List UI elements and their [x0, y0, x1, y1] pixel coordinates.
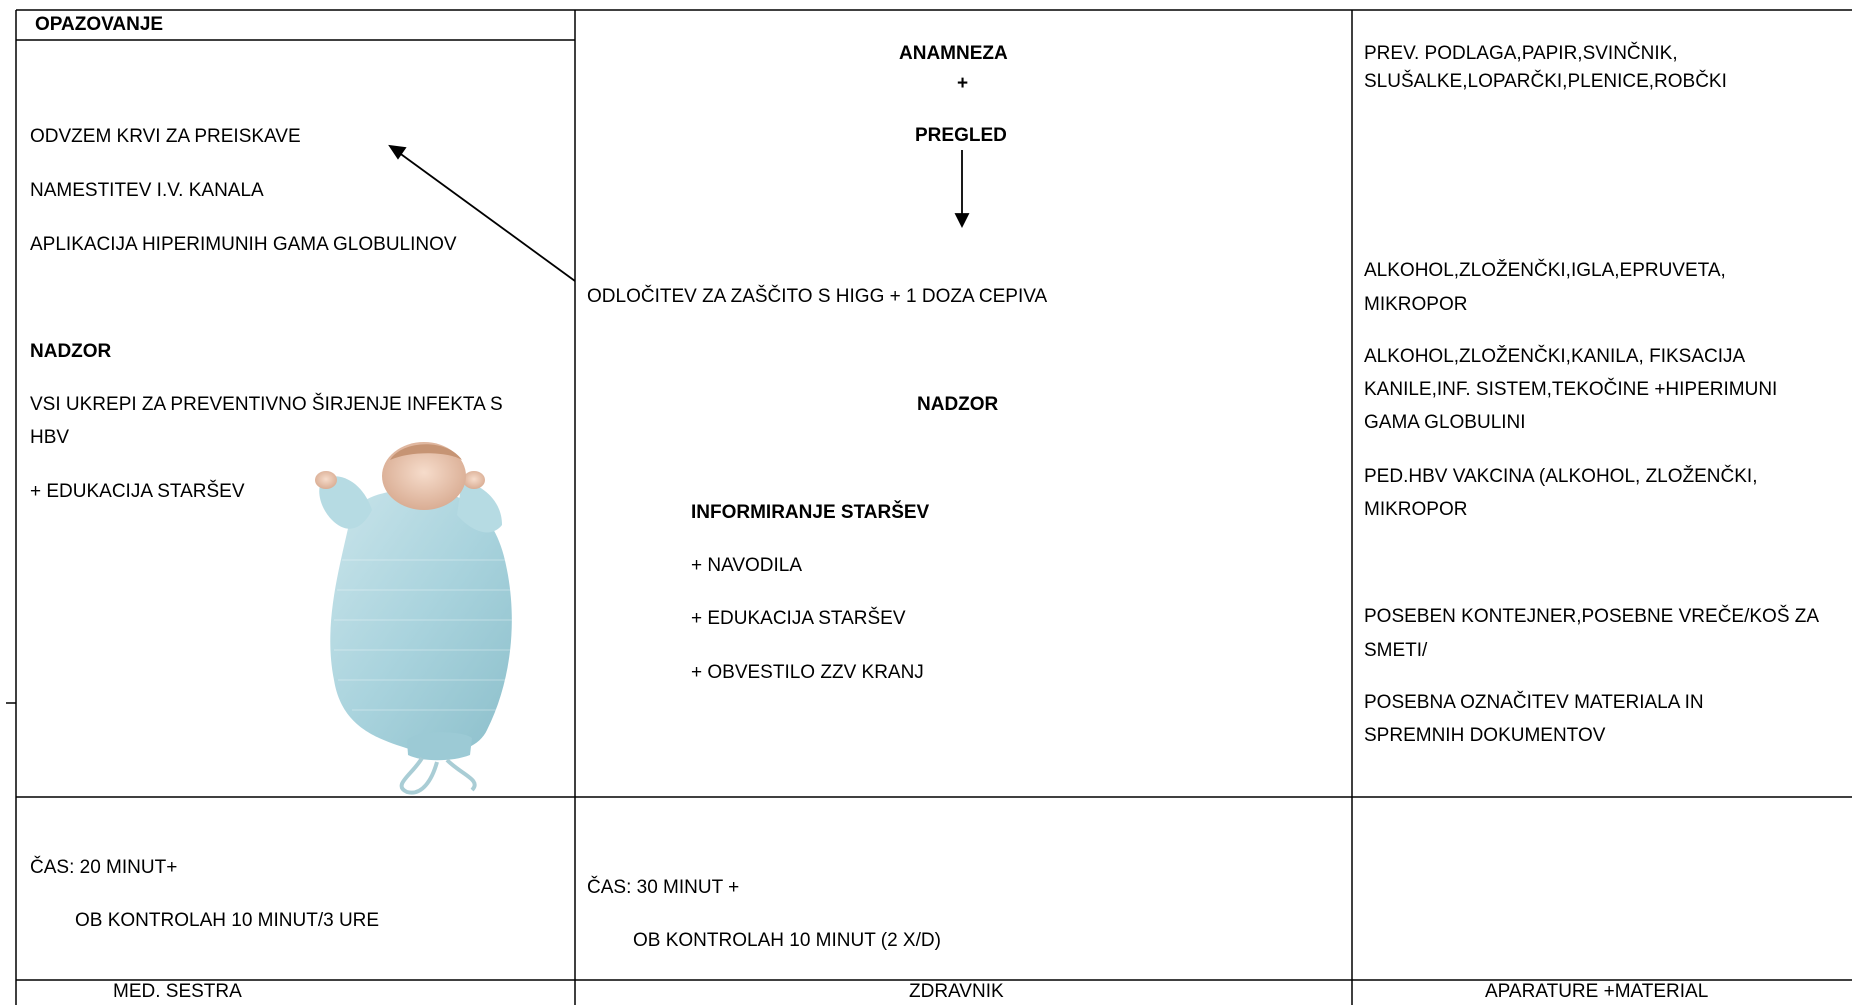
col2-time-1: ČAS: 30 MINUT + [587, 877, 740, 898]
col3-material-6b: SPREMNIH DOKUMENTOV [1364, 725, 1606, 746]
col2-plus: + [957, 73, 969, 94]
col2-inform-2: + EDUKACIJA STARŠEV [691, 608, 906, 629]
col2-pregled: PREGLED [915, 125, 1007, 146]
col2-footer: ZDRAVNIK [909, 981, 1004, 1002]
col2-decision: ODLOČITEV ZA ZAŠČITO S HIGG + 1 DOZA CEP… [587, 286, 1048, 307]
col1-nadzor-text-1: VSI UKREPI ZA PREVENTIVNO ŠIRJENJE INFEK… [30, 394, 503, 415]
col2-time-2: OB KONTROLAH 10 MINUT (2 X/D) [633, 930, 941, 951]
col1-time-2: OB KONTROLAH 10 MINUT/3 URE [75, 910, 380, 931]
col1-nadzor-title: NADZOR [30, 341, 112, 362]
baby-illustration [315, 442, 512, 795]
col3-material-5b: SMETI/ [1364, 640, 1428, 661]
col3-material-3a: ALKOHOL,ZLOŽENČKI,KANILA, FIKSACIJA [1364, 346, 1746, 367]
col1-item-iv: NAMESTITEV I.V. KANALA [30, 180, 264, 201]
down-arrow [954, 150, 970, 229]
col1-item-blood: ODVZEM KRVI ZA PREISKAVE [30, 126, 301, 147]
col2-nadzor: NADZOR [917, 394, 999, 415]
col2-inform-3: + OBVESTILO ZZV KRANJ [691, 662, 924, 683]
col2-inform-1: + NAVODILA [691, 555, 803, 576]
col3-footer: APARATURE +MATERIAL [1485, 981, 1709, 1002]
col3-material-6a: POSEBNA OZNAČITEV MATERIALA IN [1364, 692, 1704, 713]
col2-inform-title: INFORMIRANJE STARŠEV [691, 502, 930, 523]
col1-education: + EDUKACIJA STARŠEV [30, 481, 245, 502]
col3-material-5a: POSEBEN KONTEJNER,POSEBNE VREČE/KOŠ ZA [1364, 606, 1820, 627]
col1-time-1: ČAS: 20 MINUT+ [30, 857, 178, 878]
col1-nadzor-text-2: HBV [30, 427, 70, 448]
col3-material-4b: MIKROPOR [1364, 499, 1468, 520]
col1-header: OPAZOVANJE [35, 14, 164, 35]
col3-material-1b: SLUŠALKE,LOPARČKI,PLENICE,ROBČKI [1364, 71, 1727, 92]
diagonal-arrow [388, 144, 576, 282]
col1-footer: MED. SESTRA [113, 981, 242, 1002]
col3-material-3b: KANILE,INF. SISTEM,TEKOČINE +HIPERIMUNI [1364, 379, 1778, 400]
col3-material-4a: PED.HBV VAKCINA (ALKOHOL, ZLOŽENČKI, [1364, 466, 1758, 487]
col3-material-2b: MIKROPOR [1364, 294, 1468, 315]
col3-material-1a: PREV. PODLAGA,PAPIR,SVINČNIK, [1364, 43, 1678, 64]
col3-material-3c: GAMA GLOBULINI [1364, 412, 1526, 433]
col1-item-globulin: APLIKACIJA HIPERIMUNIH GAMA GLOBULINOV [30, 234, 457, 255]
col3-material-2a: ALKOHOL,ZLOŽENČKI,IGLA,EPRUVETA, [1364, 260, 1726, 281]
col2-anamneza: ANAMNEZA [899, 43, 1008, 64]
